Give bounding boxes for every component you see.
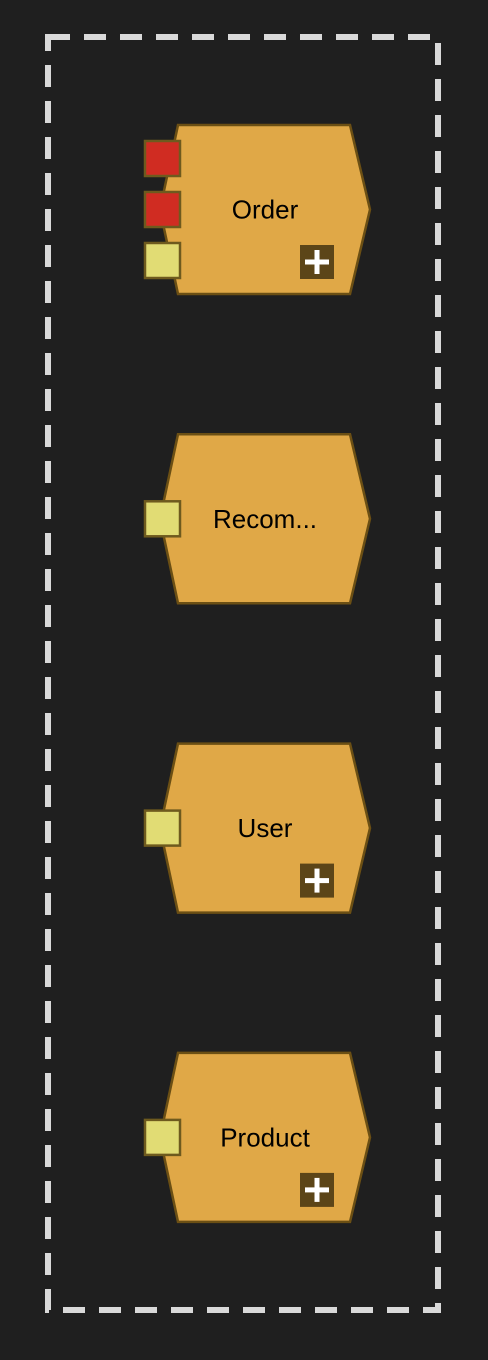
node-user[interactable]: User (143, 742, 372, 914)
plus-icon-vertical (314, 868, 320, 893)
node-label: Order (232, 195, 299, 225)
node-label: Product (220, 1122, 310, 1152)
port-red-1[interactable] (143, 139, 182, 178)
expand-button[interactable] (300, 1172, 334, 1207)
port-red-2[interactable] (143, 190, 182, 229)
plus-icon-vertical (314, 250, 320, 274)
node-label: User (238, 813, 293, 843)
node-recommendation[interactable]: Recom... (143, 433, 372, 605)
expand-button[interactable] (300, 245, 334, 279)
port-yellow-1[interactable] (143, 1118, 182, 1157)
port-yellow-1[interactable] (143, 809, 182, 847)
plus-icon (305, 868, 329, 893)
node-product[interactable]: Product (143, 1051, 372, 1224)
plus-icon (305, 1177, 329, 1202)
plus-icon (305, 250, 329, 274)
expand-button[interactable] (300, 863, 334, 898)
group-boundary (45, 34, 441, 1313)
node-order[interactable]: Order (143, 123, 372, 296)
plus-icon-vertical (314, 1177, 320, 1202)
port-yellow-3[interactable] (143, 241, 182, 280)
port-yellow-1[interactable] (143, 500, 182, 538)
node-label: Recom... (213, 504, 317, 534)
